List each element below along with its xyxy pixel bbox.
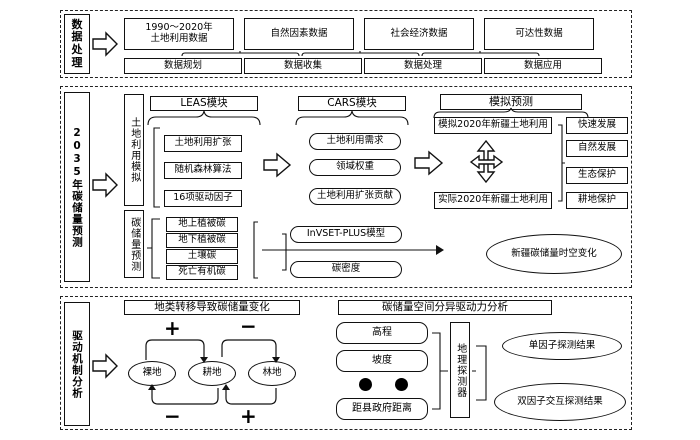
cars-module-title: CARS模块 xyxy=(298,96,406,111)
section-carbon-prediction xyxy=(60,86,632,288)
accessibility-box: 可达性数据 xyxy=(484,18,594,50)
landuse-data-box: 1990～2020年土地利用数据 xyxy=(124,18,234,50)
invest-model-box: InVSET-PLUS模型 xyxy=(290,226,402,243)
leas-item-drivers: 16项驱动因子 xyxy=(164,190,242,207)
carbon-density-box: 碳密度 xyxy=(290,261,402,278)
ellipsis-dot xyxy=(395,378,408,391)
transfer-title: 地类转移导致碳储量变化 xyxy=(124,300,300,315)
leas-item-expansion: 土地利用扩张 xyxy=(164,135,242,152)
sign-plus-bottom: + xyxy=(240,404,257,428)
data-collection-box: 数据收集 xyxy=(244,58,362,74)
sign-minus-bottom: − xyxy=(164,404,181,428)
section2-title: 2035年碳储量预测 xyxy=(64,92,90,282)
node-bare-land: 裸地 xyxy=(128,361,176,386)
sim-2020-box: 模拟2020年新疆土地利用 xyxy=(434,117,552,134)
factor-slope: 坡度 xyxy=(336,350,428,372)
dual-factor-oval: 双因子交互探测结果 xyxy=(494,383,626,421)
sim-predict-title: 模拟预测 xyxy=(440,94,582,110)
section-driving-mechanism xyxy=(60,296,632,430)
geo-detector-box: 地理探测器 xyxy=(450,322,470,418)
section1-title: 数据处理 xyxy=(64,14,90,74)
scenario-rapid: 快速发展 xyxy=(566,117,628,134)
carbon-pred-label: 碳储量预测 xyxy=(124,210,144,278)
leas-module-title: LEAS模块 xyxy=(150,96,258,111)
scenario-farmland: 耕地保护 xyxy=(566,192,628,209)
natural-factors-box: 自然因素数据 xyxy=(244,18,354,50)
scenario-natural: 自然发展 xyxy=(566,140,628,157)
leas-item-random-forest: 随机森林算法 xyxy=(164,162,242,179)
land-use-sim-label: 土地利用模拟 xyxy=(124,94,144,206)
pool-dead-organic: 死亡有机碳 xyxy=(166,265,238,280)
pool-below-ground: 地下植被碳 xyxy=(166,233,238,248)
actual-2020-box: 实际2020年新疆土地利用 xyxy=(434,192,552,209)
scenario-ecological: 生态保护 xyxy=(566,167,628,184)
node-forest: 林地 xyxy=(248,361,296,386)
section3-title-text: 驱动机制分析 xyxy=(71,329,84,399)
socioeconomic-box: 社会经济数据 xyxy=(364,18,474,50)
section3-title: 驱动机制分析 xyxy=(64,302,90,426)
data-application-box: 数据应用 xyxy=(484,58,602,74)
pool-above-ground: 地上植被碳 xyxy=(166,217,238,232)
single-factor-oval: 单因子探测结果 xyxy=(502,332,622,360)
node-cropland: 耕地 xyxy=(188,361,236,386)
result-oval: 新疆碳储量时空变化 xyxy=(486,234,622,274)
cars-item-contribution: 土地利用扩张贡献 xyxy=(309,188,401,205)
data-planning-box: 数据规划 xyxy=(124,58,242,74)
factor-distance: 距县政府距离 xyxy=(336,398,428,420)
ellipsis-dot xyxy=(359,378,372,391)
pool-soil: 土壤碳 xyxy=(166,249,238,264)
section2-title-text: 2035年碳储量预测 xyxy=(71,126,84,248)
spatial-driver-title: 碳储量空间分异驱动力分析 xyxy=(338,300,552,315)
cars-item-demand: 土地利用需求 xyxy=(309,133,401,150)
cars-item-weights: 领域权重 xyxy=(309,159,401,176)
sign-plus-top: + xyxy=(164,316,181,340)
factor-elevation: 高程 xyxy=(336,322,428,344)
data-processing-box: 数据处理 xyxy=(364,58,482,74)
section-data-processing xyxy=(60,10,632,78)
sign-minus-top: − xyxy=(240,314,257,338)
